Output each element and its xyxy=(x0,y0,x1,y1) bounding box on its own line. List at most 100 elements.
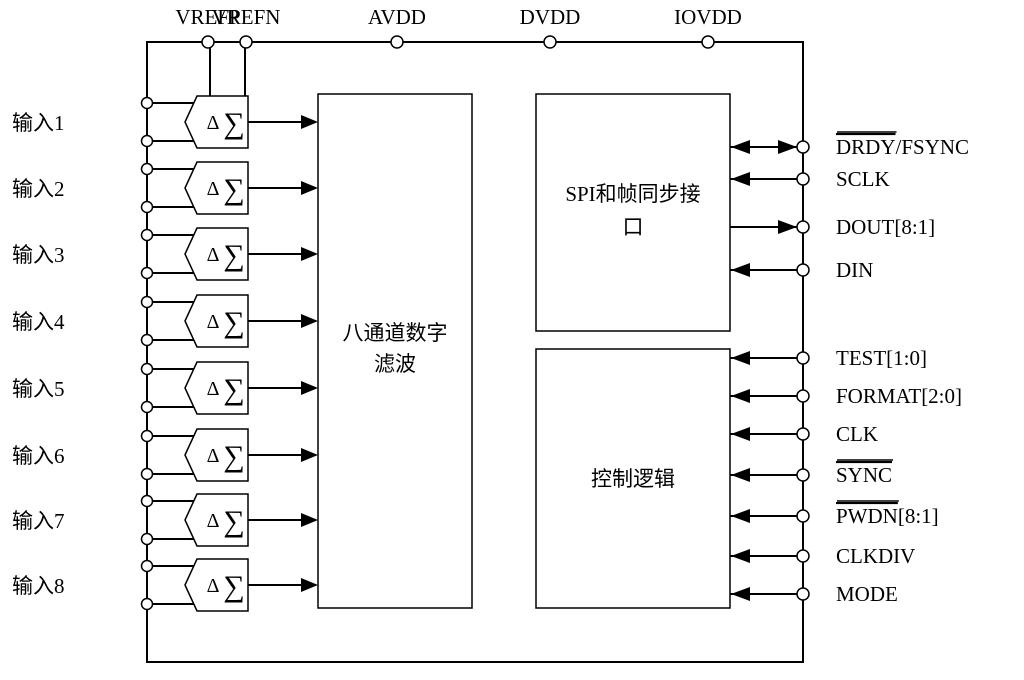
overline-text: DRDY xyxy=(836,135,896,159)
modulator-array: Δ∑Δ∑Δ∑Δ∑Δ∑Δ∑Δ∑Δ∑ xyxy=(140,95,318,612)
modulator-channel-2: Δ∑ xyxy=(140,161,318,215)
pin-label: DRDY/FSYNC xyxy=(836,135,969,159)
pin-label: VREFN xyxy=(212,5,281,29)
pin-terminal xyxy=(796,587,810,601)
pin-terminal xyxy=(701,35,715,49)
pin-sclk: SCLK xyxy=(730,167,890,191)
input-terminal-negative xyxy=(140,467,154,481)
pin-label: AVDD xyxy=(368,5,426,29)
sigma-symbol: ∑ xyxy=(223,107,244,140)
pin-label: FORMAT[2:0] xyxy=(836,384,962,408)
delta-symbol: Δ xyxy=(207,445,220,467)
pin-format-2-0: FORMAT[2:0] xyxy=(730,384,962,408)
pin-iovdd: IOVDD xyxy=(674,5,742,49)
delta-sigma-modulator xyxy=(184,558,249,612)
arrowhead xyxy=(301,314,318,328)
pin-label: CLKDIV xyxy=(836,544,915,568)
pin-label: MODE xyxy=(836,582,898,606)
spi-label-line2: 口 xyxy=(623,215,644,239)
arrowhead-left xyxy=(731,509,750,523)
input-label-8: 输入8 xyxy=(12,574,65,598)
input-terminal-negative xyxy=(140,266,154,280)
delta-sigma-modulator xyxy=(184,227,249,281)
pin-label: IOVDD xyxy=(674,5,742,29)
pin-drdy-fsync: DRDY/FSYNC xyxy=(730,131,969,159)
input-label-4: 输入4 xyxy=(12,310,65,334)
spi-interface-block: SPI和帧同步接 口 xyxy=(535,93,731,332)
delta-sigma-modulator xyxy=(184,95,249,149)
spi-label-line1: SPI和帧同步接 xyxy=(565,182,700,206)
input-terminal-positive xyxy=(140,295,154,309)
delta-symbol: Δ xyxy=(207,244,220,266)
modulator-channel-3: Δ∑ xyxy=(140,227,318,281)
modulator-channel-4: Δ∑ xyxy=(140,294,318,348)
delta-symbol: Δ xyxy=(207,575,220,597)
pin-din: DIN xyxy=(730,258,873,282)
pin-vrefn: VREFN xyxy=(212,5,281,49)
pin-terminal xyxy=(796,220,810,234)
pin-text: CLKDIV xyxy=(836,544,915,568)
input-terminal-negative xyxy=(140,333,154,347)
pin-clkdiv: CLKDIV xyxy=(730,544,915,568)
pin-dout-8-1: DOUT[8:1] xyxy=(730,215,935,239)
pin-terminal xyxy=(390,35,404,49)
input-label-7: 输入7 xyxy=(12,509,65,533)
pin-label: DVDD xyxy=(520,5,581,29)
input-terminal-negative xyxy=(140,134,154,148)
sigma-symbol: ∑ xyxy=(223,440,244,473)
arrowhead-left xyxy=(731,351,750,365)
delta-sigma-modulator xyxy=(184,294,249,348)
delta-sigma-modulator xyxy=(184,428,249,482)
arrowhead-left xyxy=(731,140,750,154)
control-logic-block: 控制逻辑 xyxy=(535,348,731,609)
arrowhead-left xyxy=(731,263,750,277)
arrowhead xyxy=(301,381,318,395)
pin-text: [8:1] xyxy=(898,504,939,528)
input-label-5: 输入5 xyxy=(12,377,65,401)
input-label-1: 输入1 xyxy=(12,111,65,135)
arrowhead-right xyxy=(778,220,797,234)
pin-text: /FSYNC xyxy=(896,135,970,159)
pin-label: DOUT[8:1] xyxy=(836,215,935,239)
filter-label-line2: 滤波 xyxy=(374,352,416,376)
arrowhead-left xyxy=(731,172,750,186)
input-terminal-negative xyxy=(140,532,154,546)
sigma-symbol: ∑ xyxy=(223,173,244,206)
pin-text: TEST[1:0] xyxy=(836,346,927,370)
control-label: 控制逻辑 xyxy=(591,467,675,491)
pin-terminal xyxy=(796,509,810,523)
arrowhead-left xyxy=(731,549,750,563)
pin-clk: CLK xyxy=(730,422,878,446)
delta-symbol: Δ xyxy=(207,178,220,200)
pin-test-1-0: TEST[1:0] xyxy=(730,346,927,370)
pin-terminal xyxy=(796,263,810,277)
sigma-symbol: ∑ xyxy=(223,239,244,272)
sigma-symbol: ∑ xyxy=(223,373,244,406)
pin-label: SYNC xyxy=(836,463,892,487)
input-terminal-positive xyxy=(140,559,154,573)
pin-terminal xyxy=(796,468,810,482)
delta-symbol: Δ xyxy=(207,378,220,400)
overline-text: SYNC xyxy=(836,463,892,487)
input-terminal-positive xyxy=(140,362,154,376)
pin-sync: SYNC xyxy=(730,459,894,487)
pin-label: SCLK xyxy=(836,167,890,191)
pin-text: SCLK xyxy=(836,167,890,191)
right-side-pins: DRDY/FSYNCSCLKDOUT[8:1]DINTEST[1:0]FORMA… xyxy=(730,131,969,606)
input-terminal-negative xyxy=(140,400,154,414)
input-label-3: 输入3 xyxy=(12,243,65,267)
input-terminal-negative xyxy=(140,597,154,611)
pin-label: CLK xyxy=(836,422,878,446)
pin-label: PWDN[8:1] xyxy=(836,504,939,528)
delta-symbol: Δ xyxy=(207,112,220,134)
pin-terminal xyxy=(201,35,215,49)
arrowhead-left xyxy=(731,587,750,601)
delta-sigma-modulator xyxy=(184,493,249,547)
pin-text: DOUT[8:1] xyxy=(836,215,935,239)
pin-vrefp: VREFP xyxy=(175,5,241,49)
pin-text: CLK xyxy=(836,422,878,446)
modulator-channel-5: Δ∑ xyxy=(140,361,318,415)
sigma-symbol: ∑ xyxy=(223,306,244,339)
